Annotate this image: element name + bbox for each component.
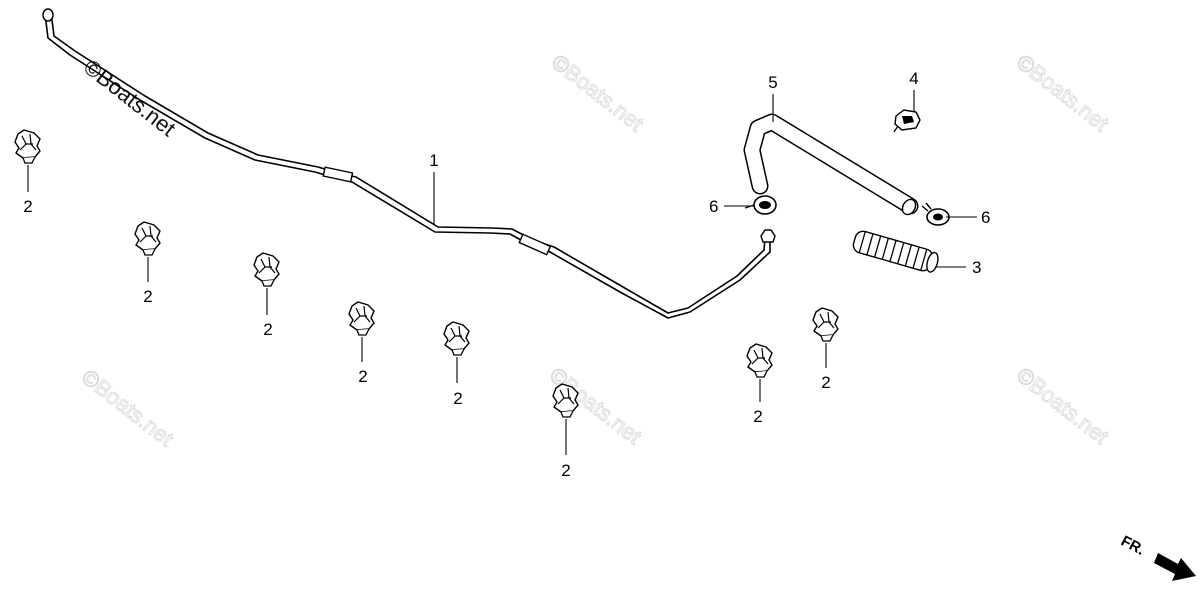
pipe-sleeve <box>322 166 354 183</box>
callout-clamp-right: 6 <box>946 208 990 227</box>
clip-g: 2 <box>746 343 773 426</box>
callout-number: 2 <box>561 461 570 480</box>
watermark: ©Boats.net <box>1012 362 1113 449</box>
callout-number: 6 <box>981 208 990 227</box>
clip-a: 2 <box>14 129 41 216</box>
clamp-top-part <box>893 109 921 133</box>
front-direction-indicator: FR. <box>1118 533 1196 581</box>
clip-d: 2 <box>348 301 375 386</box>
clip-e: 2 <box>443 321 470 408</box>
watermark: ©Boats.net <box>77 364 178 451</box>
watermarks: ©Boats.net ©Boats.net ©Boats.net ©Boats.… <box>76 49 1113 452</box>
callout-number: 2 <box>143 287 152 306</box>
clip-b: 2 <box>134 221 161 306</box>
clamp-left-part <box>744 195 777 215</box>
callout-number: 2 <box>263 320 272 339</box>
pipe-end-cap <box>42 8 54 22</box>
callout-boot: 3 <box>935 258 981 277</box>
watermark: ©Boats.net <box>547 49 648 136</box>
hose-part <box>743 113 919 216</box>
clip-h: 2 <box>812 307 839 392</box>
callout-number: 2 <box>23 197 32 216</box>
clip-f: 2 <box>552 383 579 480</box>
callout-number: 3 <box>972 258 981 277</box>
pipe-part <box>42 8 776 319</box>
clip-c: 2 <box>253 252 280 339</box>
callout-number: 2 <box>821 373 830 392</box>
callout-number: 1 <box>429 151 438 170</box>
clamp-right-part <box>921 202 950 226</box>
watermark: ©Boats.net <box>1012 49 1113 136</box>
callout-number: 2 <box>358 367 367 386</box>
callout-clamp-top: 4 <box>909 69 919 112</box>
callout-number: 2 <box>753 407 762 426</box>
front-direction-label: FR. <box>1118 533 1147 559</box>
front-arrow-icon <box>1154 553 1196 581</box>
pipe-end-fitting <box>760 229 776 243</box>
boot-part <box>852 230 939 273</box>
callout-number: 2 <box>453 389 462 408</box>
callout-pipe: 1 <box>429 151 439 224</box>
callout-hose: 5 <box>768 73 778 122</box>
callout-clamp-left: 6 <box>709 197 754 216</box>
callout-number: 5 <box>768 73 777 92</box>
callout-number: 4 <box>909 69 918 88</box>
watermark-main: ©Boats.net <box>79 54 180 141</box>
callout-number: 6 <box>709 197 718 216</box>
pipe-sleeve <box>518 233 552 256</box>
